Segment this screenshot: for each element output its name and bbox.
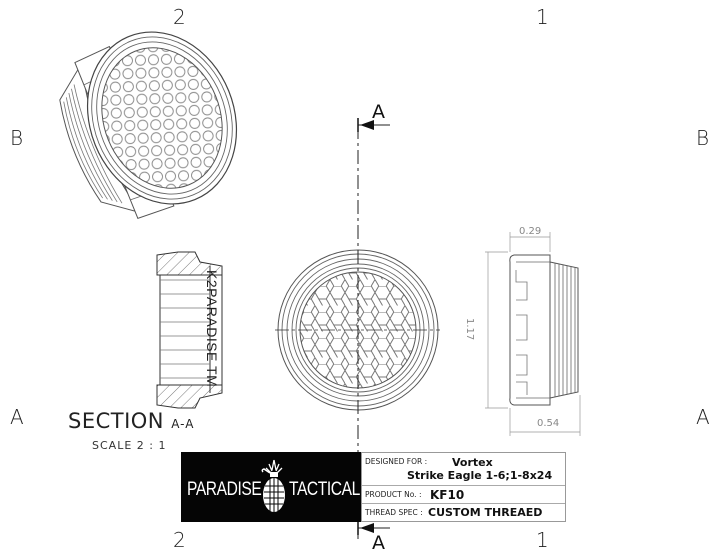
- dimension-height: 1.17: [464, 318, 475, 341]
- zone-label-bottom-2: 2: [173, 528, 186, 552]
- product-label: PRODUCT No. :: [365, 490, 422, 499]
- thread-spec-value: CUSTOM THREAED: [428, 506, 543, 519]
- dimension-width-top: 0.29: [519, 226, 542, 237]
- section-title-suffix: A-A: [171, 417, 195, 431]
- section-title-label: SECTION: [68, 409, 165, 433]
- zone-label-left-b: B: [10, 126, 24, 150]
- section-scale: SCALE 2 : 1: [92, 439, 167, 452]
- isometric-view: [59, 31, 238, 219]
- designed-for-value-brand: Vortex: [452, 456, 493, 469]
- zone-label-bottom-1: 1: [536, 528, 549, 552]
- thread-spec-label: THREAD SPEC :: [365, 508, 423, 517]
- section-marker-bottom: A: [372, 532, 385, 554]
- designed-for-value-model: Strike Eagle 1-6;1-8x24: [407, 469, 553, 482]
- designed-for-label: DESIGNED FOR :: [365, 457, 428, 466]
- logo-text-left: PARADISE: [187, 479, 262, 500]
- title-block: DESIGNED FOR : Vortex Strike Eagle 1-6;1…: [361, 452, 566, 522]
- section-view: [156, 251, 223, 409]
- section-title: SECTION A-A: [68, 409, 194, 433]
- zone-label-left-a: A: [10, 405, 24, 429]
- section-marker-top: A: [372, 101, 385, 123]
- side-view: [485, 232, 581, 436]
- section-arrow-top: [357, 118, 390, 132]
- zone-label-right-a: A: [696, 405, 710, 429]
- zone-label-right-b: B: [696, 126, 710, 150]
- section-arrow-bottom: [357, 521, 390, 535]
- product-value: KF10: [430, 488, 465, 502]
- logo-text-right: TACTICAL: [289, 479, 360, 500]
- title-block-row-thread: THREAD SPEC : CUSTOM THREAED: [362, 503, 565, 521]
- zone-label-top-1: 1: [536, 5, 549, 29]
- brand-logo: PARADISE TACTICAL: [181, 452, 361, 522]
- dimension-width-bottom: 0.54: [537, 418, 560, 429]
- grenade-pineapple-icon: [261, 459, 285, 512]
- zone-label-top-2: 2: [173, 5, 186, 29]
- engraving-text: K2PARADISE TM: [204, 270, 220, 388]
- title-block-row-designed-for: DESIGNED FOR : Vortex Strike Eagle 1-6;1…: [362, 453, 565, 486]
- title-block-row-product: PRODUCT No. : KF10: [362, 485, 565, 504]
